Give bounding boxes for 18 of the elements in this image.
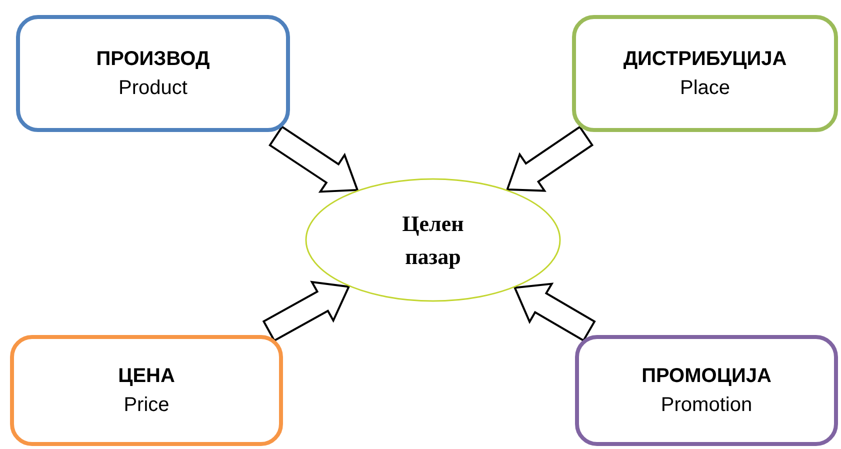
box-heading: ЦЕНА bbox=[118, 364, 175, 388]
rounded-box bbox=[10, 335, 283, 446]
box-subtitle: Product bbox=[118, 76, 188, 100]
box-subtitle: Place bbox=[680, 76, 730, 100]
rounded-box bbox=[16, 15, 290, 132]
box-subtitle: Promotion bbox=[660, 394, 752, 416]
box-heading: ДИСТРИБУЦИЈА bbox=[623, 48, 787, 70]
rounded-box bbox=[575, 335, 838, 446]
block-arrow bbox=[513, 282, 596, 342]
box-subtitle: Price bbox=[124, 394, 170, 416]
box-heading: ПРОМОЦИЈА bbox=[642, 364, 772, 388]
box-heading: ПРОИЗВОД bbox=[96, 48, 210, 70]
target-ellipse bbox=[305, 178, 561, 302]
ellipse-label: Целен пазар bbox=[401, 210, 465, 271]
block-arrow bbox=[268, 125, 359, 193]
block-arrow bbox=[262, 280, 350, 342]
block-arrow bbox=[506, 126, 594, 192]
rounded-box bbox=[572, 15, 838, 132]
